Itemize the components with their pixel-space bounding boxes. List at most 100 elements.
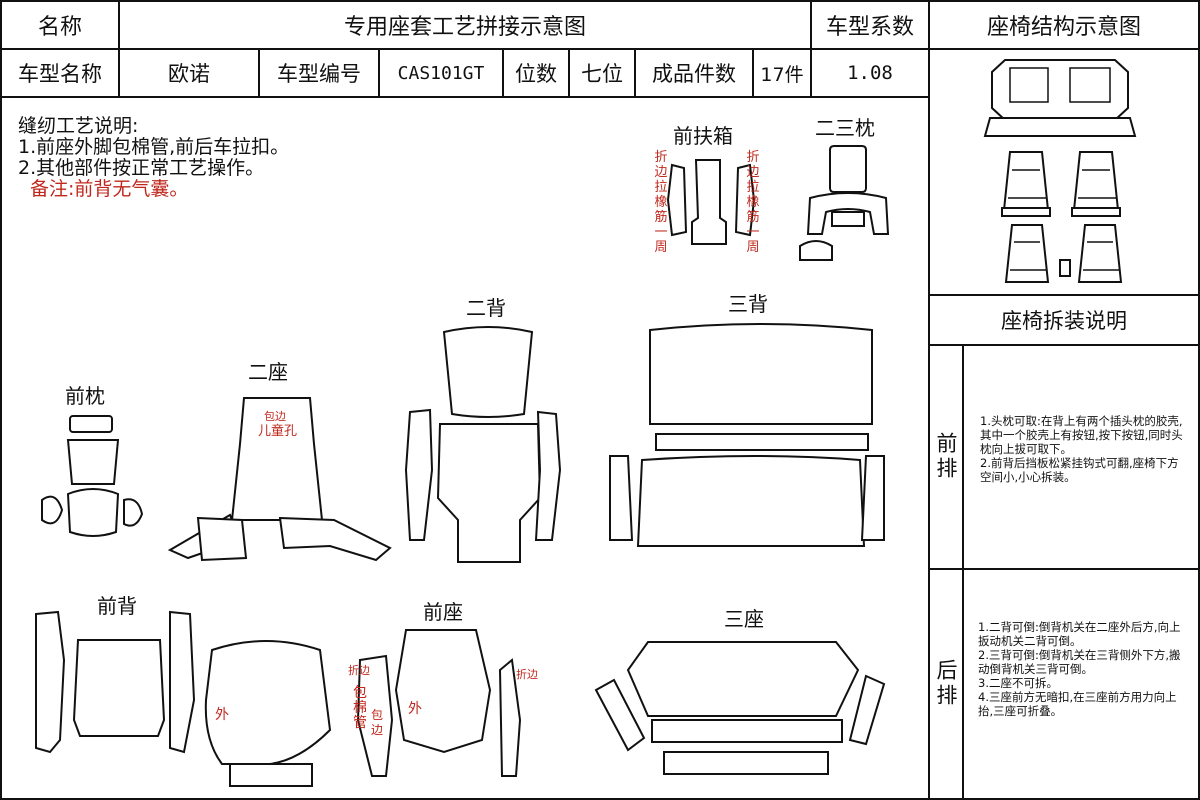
handbrake-shape [1059, 259, 1071, 277]
pieces-label: 成品件数 [652, 62, 736, 86]
front-row-label-cell: 前排 [928, 344, 964, 570]
second-back-main-shape [436, 423, 542, 563]
second-back-right-side-shape [534, 410, 562, 541]
rear-row-text: 1.二背可倒:倒背机关在二座外后方,向上扳动机关二背可倒。 2.三背可倒:倒背机… [978, 620, 1181, 718]
disassembly-title: 座椅拆装说明 [1001, 309, 1127, 333]
annotation-fold-elastic-left: 折边拉橡筋一周 [654, 150, 668, 255]
second-seat-right-skirt-shape [278, 516, 392, 562]
seats-label-cell: 位数 [502, 48, 570, 98]
factor-label-cell: 车型系数 [810, 0, 930, 50]
factor-label: 车型系数 [825, 15, 914, 40]
third-back-right-side-shape [860, 455, 885, 541]
front-pillow-back-shape [66, 488, 120, 537]
notes-remark: 备注:前背无气囊。 [30, 178, 189, 200]
structure-label: 座椅结构示意图 [986, 15, 1141, 40]
second-third-pillow-tab-shape [831, 211, 865, 227]
annotation-outer-seat: 外 [408, 701, 422, 717]
seats-value: 七位 [581, 62, 623, 86]
second-row-left-seat-shape [1002, 151, 1050, 211]
front-pillow-right-shape [123, 498, 144, 527]
front-back-bottom-shape [229, 763, 313, 787]
front-seat-main-shape [394, 629, 492, 754]
pieces-value: 17件 [760, 63, 804, 86]
front-row-text: 1.头枕可取:在背上有两个插头枕的胶壳,其中一个胶壳上有按钮,按下按钮,同时头枕… [980, 414, 1183, 484]
seat-structure-diagram [983, 59, 1137, 283]
armrest-left-side-shape [666, 163, 688, 237]
front-seat-left-side-shape [356, 654, 394, 777]
seats-label: 位数 [515, 62, 557, 86]
seats-cell: 七位 [568, 48, 636, 98]
label-front-pillow: 前枕 [65, 384, 105, 408]
third-seat-right-side-shape [848, 674, 886, 746]
second-seat-left-panel-shape [196, 516, 248, 562]
model-code-cell: CAS101GT [378, 48, 504, 98]
annotation-hem: 包边 [264, 410, 286, 423]
front-back-rear-panel-shape [204, 640, 332, 765]
model-code-label-cell: 车型编号 [258, 48, 380, 98]
annotation-fold-edge-right: 折边 [516, 668, 538, 681]
front-row-label: 前排 [934, 432, 958, 482]
name-label-cell: 名称 [0, 0, 120, 50]
front-pillow-left-shape [41, 495, 64, 525]
second-back-left-side-shape [404, 408, 434, 541]
rear-row-label: 后排 [934, 659, 958, 709]
model-code-value: CAS101GT [397, 62, 485, 84]
pattern-pieces [35, 145, 890, 787]
second-third-pillow-front-shape [829, 145, 867, 193]
armrest-right-side-shape [734, 163, 756, 237]
second-third-pillow-band-shape [806, 192, 890, 235]
annotation-wrap-tube: 包棉管 [353, 685, 367, 731]
label-second-back: 二背 [466, 296, 506, 320]
page-title: 专用座套工艺拼接示意图 [343, 15, 586, 40]
annotation-wrap-edge: 包边 [370, 708, 383, 737]
armrest-center-shape [691, 159, 727, 245]
notes-title: 缝纫工艺说明: [18, 115, 139, 137]
model-name-value: 欧诺 [168, 62, 210, 86]
notes-line-2: 2.其他部件按正常工艺操作。 [18, 157, 265, 179]
third-back-main-shape [636, 455, 866, 547]
pieces-label-cell: 成品件数 [634, 48, 754, 98]
front-back-main-shape [72, 639, 166, 737]
label-third-back: 三背 [728, 292, 768, 316]
front-pillow-front-shape [66, 439, 120, 485]
label-front-back: 前背 [97, 594, 137, 618]
front-row-text-cell: 1.头枕可取:在背上有两个插头枕的胶壳,其中一个胶壳上有按钮,按下按钮,同时头枕… [962, 344, 1200, 570]
label-third-seat: 三座 [724, 607, 764, 631]
name-label: 名称 [37, 15, 82, 40]
model-name-label-cell: 车型名称 [0, 48, 120, 98]
front-left-seat-shape [1004, 224, 1050, 283]
third-seat-main-shape [626, 641, 860, 717]
third-seat-left-side-shape [594, 678, 646, 752]
label-second-third-pillow: 二三枕 [815, 116, 875, 140]
front-back-left-side-shape [35, 610, 66, 754]
second-row-right-seat-shape [1072, 151, 1120, 211]
sewing-notes: 缝纫工艺说明: 1.前座外脚包棉管,前后车拉扣。 2.其他部件按正常工艺操作。 … [18, 116, 289, 200]
annotation-fold-edge-left: 折边 [348, 664, 370, 677]
pieces-cell: 17件 [752, 48, 812, 98]
front-pillow-top-shape [69, 415, 113, 433]
factor-cell: 1.08 [810, 48, 930, 98]
second-back-headrest-shape [442, 326, 534, 418]
annotation-outer-back: 外 [215, 707, 229, 723]
third-back-upper-shape [649, 323, 873, 425]
third-row-seat-shape [991, 59, 1129, 121]
annotation-child-hole: 儿童孔 [258, 424, 298, 439]
label-second-seat: 二座 [248, 360, 288, 384]
structure-label-cell: 座椅结构示意图 [928, 0, 1200, 50]
rear-row-text-cell: 1.二背可倒:倒背机关在二座外后方,向上扳动机关二背可倒。 2.三背可倒:倒背机… [962, 568, 1200, 800]
third-back-strip-shape [655, 433, 869, 451]
title-cell: 专用座套工艺拼接示意图 [118, 0, 812, 50]
label-front-armrest: 前扶箱 [673, 124, 733, 148]
notes-line-1: 1.前座外脚包棉管,前后车拉扣。 [18, 136, 290, 158]
second-third-pillow-small-shape [799, 240, 833, 261]
disassembly-title-cell: 座椅拆装说明 [928, 294, 1200, 346]
annotation-fold-elastic-right: 折边拉橡筋一周 [746, 150, 760, 255]
model-name-label: 车型名称 [18, 62, 102, 86]
front-seat-right-side-shape [498, 658, 522, 777]
front-back-right-side-shape [169, 610, 196, 754]
factor-value: 1.08 [847, 62, 893, 84]
model-name-cell: 欧诺 [118, 48, 260, 98]
rear-row-label-cell: 后排 [928, 568, 964, 800]
model-code-label: 车型编号 [277, 62, 361, 86]
third-back-left-side-shape [609, 455, 634, 541]
